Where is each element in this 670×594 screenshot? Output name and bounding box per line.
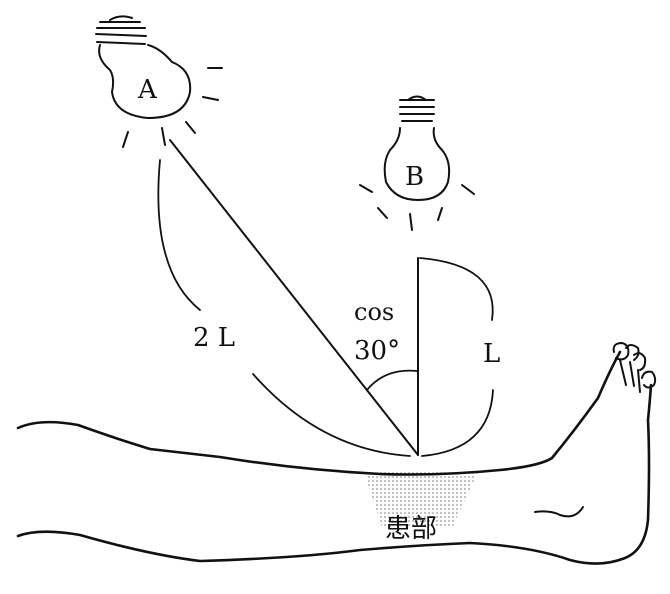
arc-l-lower — [421, 389, 494, 457]
arc-l-upper — [419, 257, 494, 321]
bulb-b-label: B — [405, 162, 424, 192]
bulb-a-label: A — [137, 75, 158, 105]
bulb-b-icon — [359, 95, 475, 231]
line-from-a — [169, 139, 419, 456]
bulb-a-icon — [95, 15, 223, 148]
angle-cos-label: cos — [354, 298, 394, 326]
arc-2l-upper — [157, 159, 201, 311]
distance-a-label: 2 L — [193, 323, 235, 353]
leg-outline — [16, 350, 653, 565]
arc-2l-lower — [252, 373, 411, 457]
distance-b-label: L — [483, 339, 500, 369]
toes — [612, 342, 657, 393]
affected-area-label: 患部 — [385, 514, 437, 544]
affected-area-shading — [364, 472, 478, 528]
angle-value-label: 30° — [354, 336, 400, 366]
angle-arc — [366, 369, 418, 391]
